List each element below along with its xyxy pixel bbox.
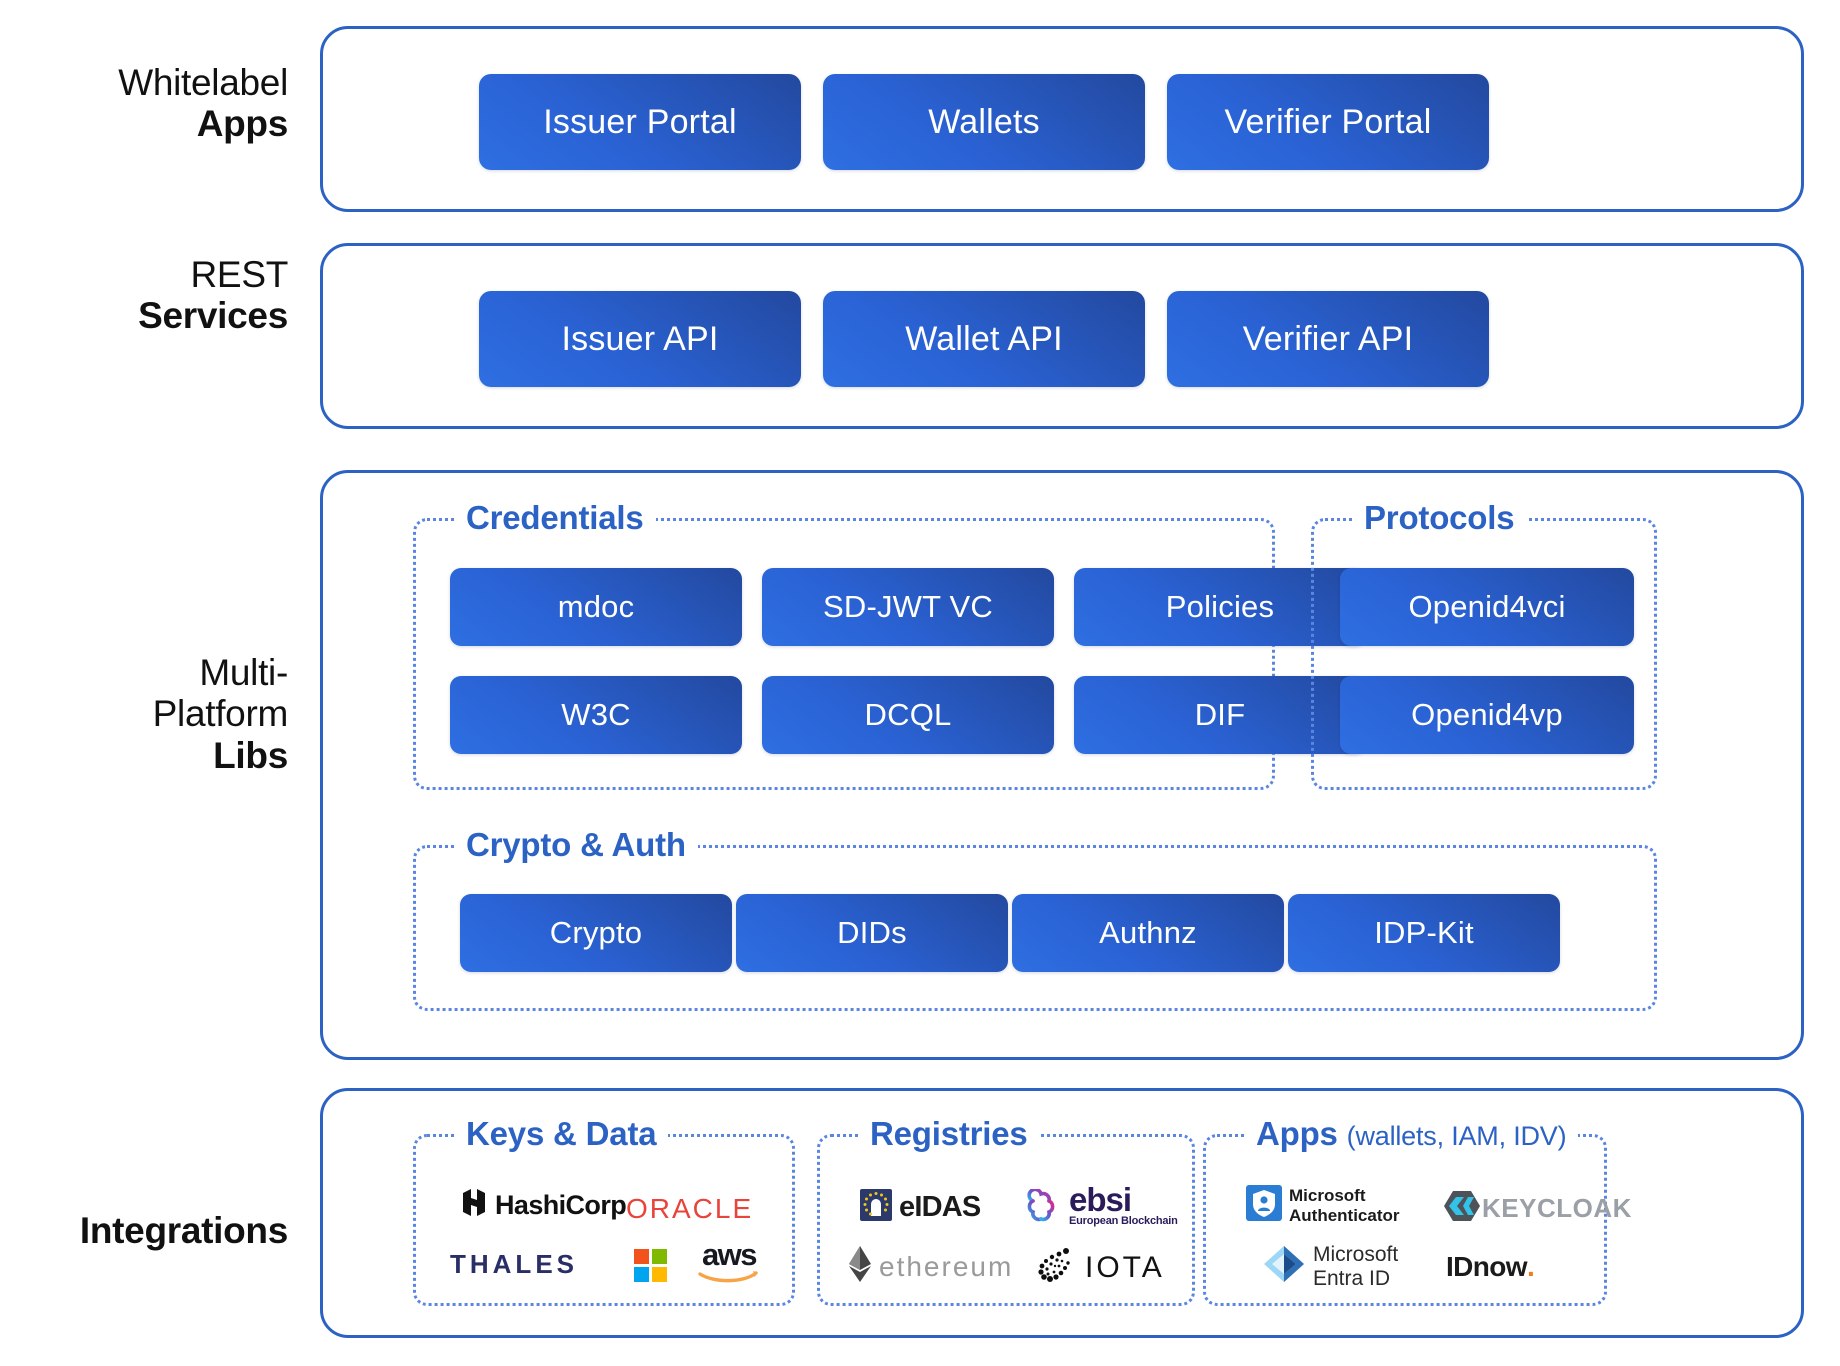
keycloak-label: KEYCLOAK: [1482, 1193, 1632, 1223]
microsoft-entra-id-diamond-icon: [1262, 1244, 1306, 1289]
aws-wordmark: aws: [698, 1237, 760, 1288]
layer-whitelabel-apps: Issuer Portal Wallets Verifier Portal: [320, 26, 1804, 212]
ethereum-label: ethereum: [879, 1250, 1014, 1282]
app-wallets[interactable]: Wallets: [823, 74, 1145, 170]
crypto-auth-idp-kit[interactable]: IDP-Kit: [1288, 894, 1560, 972]
microsoft-entra-id-sublabel: Entra ID: [1313, 1266, 1391, 1290]
oracle-label: ORACLE: [626, 1193, 754, 1224]
group-crypto-auth-label: Crypto & Auth: [454, 826, 698, 864]
row-label-line1b: Platform: [152, 693, 289, 735]
lib-sd-jwt-vc[interactable]: SD-JWT VC: [762, 568, 1054, 646]
lib-mdoc[interactable]: mdoc: [450, 568, 742, 646]
group-credentials: Credentials mdoc SD-JWT VC Policies W3C …: [413, 499, 1366, 790]
microsoft-authenticator-shield-icon: [1246, 1185, 1282, 1226]
eidas-logo: eIDAS: [860, 1189, 981, 1226]
group-apps-label: Apps (wallets, IAM, IDV): [1244, 1115, 1579, 1153]
row-label-line1: Multi-: [199, 652, 288, 693]
eidas-eu-arch-icon: [860, 1189, 892, 1226]
ebsi-wordmark: ebsi European Blockchain: [1069, 1181, 1178, 1227]
hashicorp-logo: HashiCorp: [460, 1187, 627, 1223]
group-protocols: Protocols Openid4vci Openid4vp: [1311, 499, 1657, 790]
row-label-integrations: Integrations: [80, 1210, 288, 1251]
aws-swoosh-icon: [698, 1269, 760, 1288]
group-registries: Registries: [817, 1115, 1195, 1306]
app-issuer-portal[interactable]: Issuer Portal: [479, 74, 801, 170]
ethereum-diamond-icon: [848, 1245, 872, 1288]
row-label-whitelabel-apps: Whitelabel Apps: [118, 62, 288, 145]
iota-label: IOTA: [1085, 1250, 1165, 1284]
hashicorp-mark-icon: [460, 1187, 488, 1223]
ebsi-label: ebsi: [1069, 1181, 1132, 1218]
protocol-openid4vci[interactable]: Openid4vci: [1340, 568, 1634, 646]
row-label-line2: Apps: [196, 103, 289, 145]
microsoft-logo: [634, 1249, 667, 1282]
microsoft-entra-id-wordmark: Microsoft Entra ID: [1313, 1243, 1398, 1290]
thales-logo: THALES: [450, 1249, 578, 1280]
microsoft-authenticator-logo: Microsoft Authenticator: [1246, 1185, 1400, 1226]
crypto-auth-authnz[interactable]: Authnz: [1012, 894, 1284, 972]
group-crypto-auth: Crypto & Auth Crypto DIDs Authnz IDP-Kit: [413, 826, 1657, 1011]
protocol-openid4vp[interactable]: Openid4vp: [1340, 676, 1634, 754]
service-verifier-api[interactable]: Verifier API: [1167, 291, 1489, 387]
crypto-auth-dids[interactable]: DIDs: [736, 894, 1008, 972]
layer-multi-platform-libs: Credentials mdoc SD-JWT VC Policies W3C …: [320, 470, 1804, 1060]
ebsi-logo: ebsi European Blockchain: [1024, 1181, 1178, 1228]
layer-integrations: Keys & Data HashiCorp ORACLE THALES: [320, 1088, 1804, 1338]
lib-dif[interactable]: DIF: [1074, 676, 1366, 754]
row-label-line2: Integrations: [79, 1210, 288, 1251]
keycloak-hexagon-icon: [1444, 1189, 1480, 1228]
group-apps: Apps (wallets, IAM, IDV) Microsoft Authe…: [1203, 1115, 1631, 1306]
row-label-line2: Libs: [213, 734, 288, 776]
thales-label: THALES: [450, 1249, 578, 1279]
microsoft-authenticator-wordmark: Microsoft Authenticator: [1289, 1186, 1400, 1224]
group-keys-data: Keys & Data HashiCorp ORACLE THALES: [413, 1115, 795, 1306]
group-credentials-label: Credentials: [454, 499, 656, 537]
idnow-label: IDnow: [1446, 1251, 1528, 1282]
service-wallet-api[interactable]: Wallet API: [823, 291, 1145, 387]
aws-logo: aws: [698, 1237, 760, 1288]
iota-logo: IOTA: [1036, 1245, 1165, 1290]
oracle-logo: ORACLE: [626, 1193, 753, 1225]
row-label-line2: Services: [138, 295, 288, 337]
keycloak-logo: KEYCLOAK: [1444, 1189, 1632, 1228]
row-label-multi-platform-libs: Multi- Platform Libs: [152, 652, 289, 776]
eidas-label: eIDAS: [899, 1191, 981, 1223]
row-label-line1: Whitelabel: [118, 62, 288, 103]
group-protocols-label: Protocols: [1352, 499, 1527, 537]
app-verifier-portal[interactable]: Verifier Portal: [1167, 74, 1489, 170]
microsoft-authenticator-label: Microsoft: [1289, 1186, 1366, 1206]
microsoft-entra-id-logo: Microsoft Entra ID: [1262, 1243, 1398, 1290]
group-registries-label: Registries: [858, 1115, 1040, 1153]
group-keys-data-label: Keys & Data: [454, 1115, 669, 1153]
service-issuer-api[interactable]: Issuer API: [479, 291, 801, 387]
lib-dcql[interactable]: DCQL: [762, 676, 1054, 754]
ethereum-logo: ethereum: [848, 1245, 1013, 1288]
ebsi-mark-icon: [1024, 1187, 1062, 1228]
row-label-rest-services: REST Services: [138, 254, 288, 337]
microsoft-authenticator-sublabel: Authenticator: [1289, 1205, 1400, 1225]
lib-policies[interactable]: Policies: [1074, 568, 1366, 646]
ebsi-sublabel: European Blockchain: [1069, 1214, 1178, 1227]
aws-label: aws: [701, 1237, 758, 1272]
iota-dots-icon: [1036, 1245, 1078, 1290]
idnow-dot-icon: .: [1527, 1251, 1535, 1282]
row-label-line1: REST: [190, 254, 289, 295]
hashicorp-label: HashiCorp: [495, 1189, 627, 1220]
crypto-auth-crypto[interactable]: Crypto: [460, 894, 732, 972]
microsoft-entra-id-label: Microsoft: [1313, 1243, 1399, 1266]
layer-rest-services: Issuer API Wallet API Verifier API: [320, 243, 1804, 429]
microsoft-squares-icon: [634, 1249, 667, 1282]
lib-w3c[interactable]: W3C: [450, 676, 742, 754]
idnow-logo: IDnow .: [1446, 1251, 1535, 1283]
